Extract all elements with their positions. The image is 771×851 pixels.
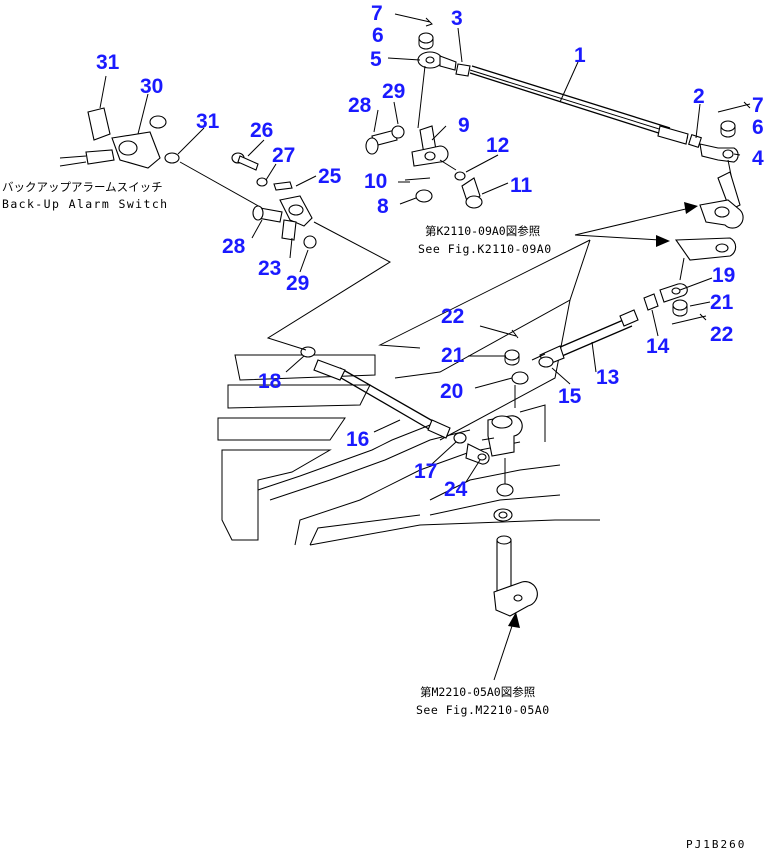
- callout-13: 13: [596, 366, 619, 389]
- callout-29a: 29: [382, 80, 405, 103]
- callout-15: 15: [558, 385, 582, 408]
- ref-k-label-jp: 第K2110-09A0図参照: [425, 224, 540, 238]
- callout-17: 17: [414, 460, 437, 483]
- washer-27: [256, 177, 268, 187]
- alarm-switch-bracket: [59, 107, 167, 169]
- lever-9: [411, 125, 457, 171]
- nut-14: [643, 293, 659, 311]
- rod-end-5: [417, 51, 457, 129]
- nut-2: [688, 134, 702, 148]
- washer-12: [454, 171, 466, 181]
- ref-m-label-jp: 第M2210-05A0図参照: [420, 685, 535, 699]
- callout-12: 12: [486, 134, 509, 157]
- lever-right-lower: [674, 237, 737, 281]
- nut-6-right: [720, 120, 736, 138]
- callout-26: 26: [250, 119, 273, 142]
- callout-25: 25: [318, 165, 342, 188]
- rod-end-19: [659, 283, 688, 303]
- nut-21-right: [672, 299, 688, 317]
- rod-end-24: [465, 443, 490, 465]
- nut-6-top: [418, 32, 434, 50]
- bolt-11: [461, 177, 483, 209]
- callout-21b: 21: [710, 291, 734, 314]
- alarm-switch-label-jp: バックアップアラームスイッチ: [2, 180, 163, 194]
- callout-6a: 6: [372, 24, 384, 47]
- callout-4: 4: [752, 147, 764, 170]
- nut-3: [455, 63, 471, 77]
- callout-14: 14: [646, 335, 670, 358]
- callout-6b: 6: [752, 116, 764, 139]
- lever-23: [279, 195, 313, 241]
- callout-18: 18: [258, 370, 282, 393]
- callout-9: 9: [458, 114, 470, 137]
- rod-end-4: [699, 143, 739, 181]
- callout-20: 20: [440, 380, 463, 403]
- callout-16: 16: [346, 428, 369, 451]
- callout-28a: 28: [348, 94, 372, 117]
- rod-1: [455, 63, 702, 148]
- ref-arrow-m: [493, 612, 520, 681]
- bolt-26: [231, 152, 259, 171]
- callout-7a: 7: [371, 2, 383, 25]
- callout-30: 30: [140, 75, 163, 98]
- nut-29-top: [391, 125, 405, 139]
- leader-lines: [99, 27, 741, 483]
- washer-8: [415, 189, 433, 203]
- callout-5: 5: [370, 48, 382, 71]
- callout-numbers: 1 2 3 4 5 6 6 7 7 8 9 10 11 12 13 14 15 …: [96, 2, 764, 501]
- callout-23: 23: [258, 257, 281, 280]
- drawing-code: PJ1B260: [686, 838, 746, 851]
- alarm-switch-label-en: Back-Up Alarm Switch: [2, 197, 168, 211]
- center-lever: [481, 371, 538, 617]
- cotter-pin-22-right: [671, 313, 707, 325]
- ref-k-label-en: See Fig.K2110-09A0: [418, 242, 552, 256]
- callout-27: 27: [272, 144, 295, 167]
- callout-29b: 29: [286, 272, 309, 295]
- nut-18: [300, 346, 316, 358]
- nut-21-center: [504, 349, 520, 366]
- callout-1: 1: [574, 44, 586, 67]
- cotter-pin-7-right: [717, 101, 751, 113]
- notes: バックアップアラームスイッチ Back-Up Alarm Switch 第K21…: [2, 180, 746, 851]
- nut-29-left: [303, 235, 317, 249]
- callout-3: 3: [451, 7, 463, 30]
- ref-arrows-k: [574, 202, 698, 247]
- ref-m-label-en: See Fig.M2210-05A0: [416, 703, 550, 717]
- lever-right-upper: [699, 171, 744, 229]
- callout-22b: 22: [710, 323, 733, 346]
- nut-17: [453, 432, 467, 444]
- pin-10: [404, 177, 431, 181]
- nut-15: [538, 356, 554, 368]
- callout-24: 24: [444, 478, 468, 501]
- callout-11: 11: [510, 174, 533, 197]
- callout-7b: 7: [752, 94, 764, 117]
- callout-8: 8: [377, 195, 389, 218]
- callout-2: 2: [693, 85, 705, 108]
- callout-22a: 22: [441, 305, 464, 328]
- bolt-28-left: [252, 205, 283, 223]
- nut-31: [164, 152, 180, 164]
- bolt-28-top: [365, 129, 398, 155]
- callout-28b: 28: [222, 235, 246, 258]
- callout-19: 19: [712, 264, 735, 287]
- callout-10: 10: [364, 170, 387, 193]
- callout-31b: 31: [196, 110, 220, 133]
- cotter-pin-22-center: [479, 325, 519, 339]
- nut-20: [511, 371, 529, 385]
- callout-21a: 21: [441, 344, 465, 367]
- clip-25: [273, 181, 293, 191]
- callout-31a: 31: [96, 51, 120, 74]
- cotter-pin-7-top: [394, 13, 433, 27]
